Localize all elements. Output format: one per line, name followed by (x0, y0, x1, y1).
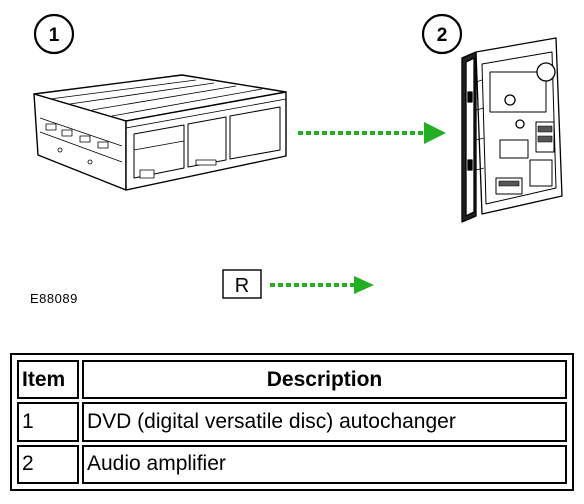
callout-1: 1 (33, 13, 75, 55)
item-column-header: Item (17, 360, 79, 400)
figure-reference-code: E88089 (30, 291, 78, 306)
callout-1-label: 1 (49, 25, 60, 46)
audio-amplifier-icon (461, 37, 563, 223)
item-number: 2 (17, 444, 79, 484)
dvd-autochanger-icon (33, 74, 287, 191)
legend-header-row: Item Description (17, 360, 567, 400)
table-row: 2 Audio amplifier (17, 444, 567, 484)
legend-table-frame: Item Description 1 DVD (digital versatil… (10, 353, 574, 491)
rhd-label: R (235, 275, 249, 297)
callout-2: 2 (421, 13, 463, 55)
item-number: 1 (17, 402, 79, 442)
rhd-indicator: R (222, 269, 374, 299)
callout-2-label: 2 (437, 25, 448, 46)
legend-table: Item Description 1 DVD (digital versatil… (14, 357, 570, 487)
table-row: 1 DVD (digital versatile disc) autochang… (17, 402, 567, 442)
item-description: DVD (digital versatile disc) autochanger (82, 402, 567, 442)
description-column-header: Description (82, 360, 567, 400)
direction-arrow (298, 122, 446, 144)
item-description: Audio amplifier (82, 444, 567, 484)
component-illustration: 1 2 (30, 13, 563, 306)
